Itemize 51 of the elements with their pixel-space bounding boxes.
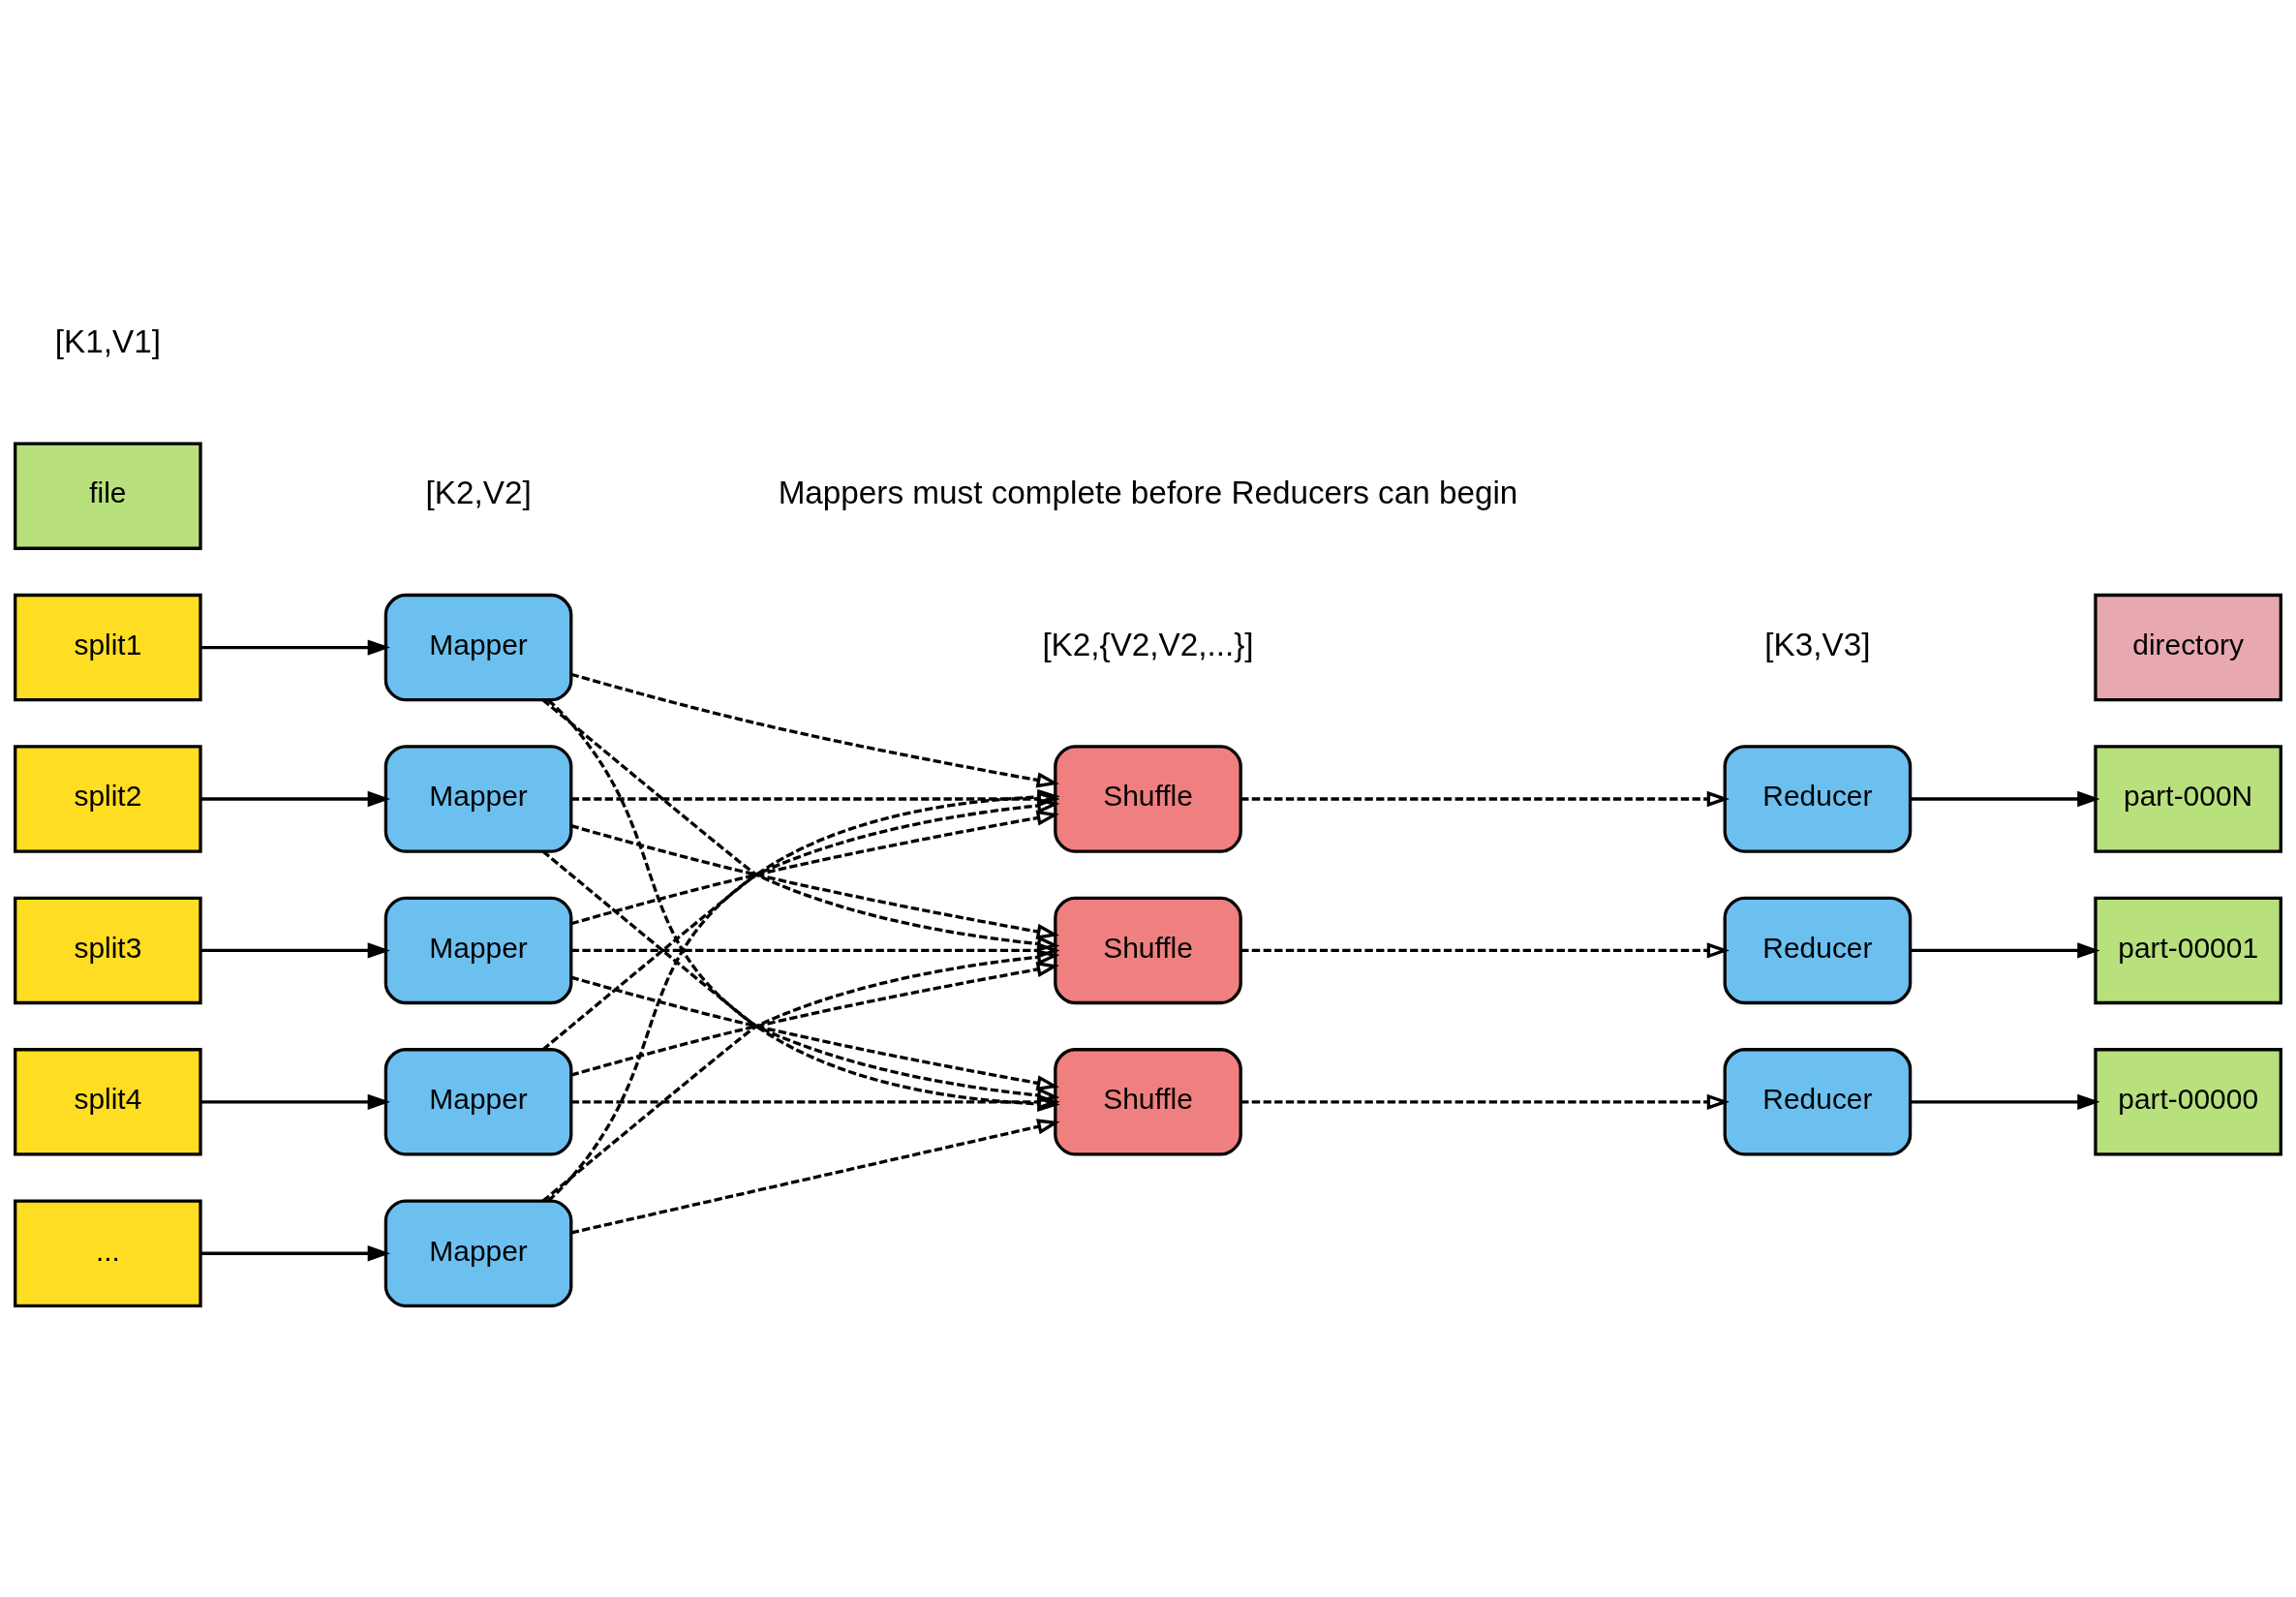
label: [K3,V3]	[1764, 626, 1871, 662]
arrow	[541, 948, 1060, 1202]
arrow	[200, 1244, 390, 1261]
arrow	[547, 698, 1060, 1112]
node-box: Mapper	[383, 744, 573, 853]
arrow	[200, 790, 390, 807]
arrow	[570, 961, 1059, 1077]
arrow	[570, 1118, 1060, 1234]
node-box: Mapper	[383, 1047, 573, 1156]
node-box: split3	[14, 896, 202, 1004]
arrow	[541, 849, 1060, 1103]
label: [K2,V2]	[425, 474, 532, 510]
arrow	[571, 1093, 1060, 1110]
arrow	[200, 941, 390, 959]
arrow	[1240, 1093, 1730, 1110]
node-box: Reducer	[1723, 896, 1913, 1004]
node-box: split2	[14, 744, 202, 853]
node-box: Shuffle	[1054, 744, 1242, 853]
arrow	[1910, 1093, 2100, 1110]
arrow	[1910, 790, 2100, 807]
arrow	[570, 810, 1059, 925]
arrow	[200, 1093, 390, 1110]
arrow	[541, 797, 1060, 1051]
arrow	[1910, 941, 2100, 959]
arrow	[571, 941, 1060, 959]
node-box: part-00000	[2094, 1047, 2282, 1156]
node-box: split1	[14, 593, 202, 701]
label: Mappers must complete before Reducers can begin	[778, 474, 1518, 510]
arrow	[571, 790, 1060, 807]
arrow	[570, 975, 1059, 1090]
node-box: Reducer	[1723, 744, 1913, 853]
node-box: Mapper	[383, 593, 573, 701]
node-box: ...	[14, 1199, 202, 1307]
arrow	[570, 672, 1059, 787]
node-box: split4	[14, 1047, 202, 1156]
node-box: Shuffle	[1054, 1047, 1242, 1156]
arrow	[200, 638, 390, 656]
node-box: Shuffle	[1054, 896, 1242, 1004]
node-box: Mapper	[383, 896, 573, 1004]
node-box: Reducer	[1723, 1047, 1913, 1156]
arrow	[547, 788, 1060, 1202]
arrow	[570, 823, 1059, 939]
arrow	[1240, 941, 1730, 959]
node-box: directory	[2094, 593, 2282, 701]
label: [K1,V1]	[54, 322, 161, 359]
node-box: part-00001	[2094, 896, 2282, 1004]
label: [K2,{V2,V2,...}]	[1042, 626, 1254, 662]
node-box: Mapper	[383, 1199, 573, 1307]
node-box: part-000N	[2094, 744, 2282, 853]
arrow	[1240, 790, 1730, 807]
node-box: file	[14, 441, 202, 550]
